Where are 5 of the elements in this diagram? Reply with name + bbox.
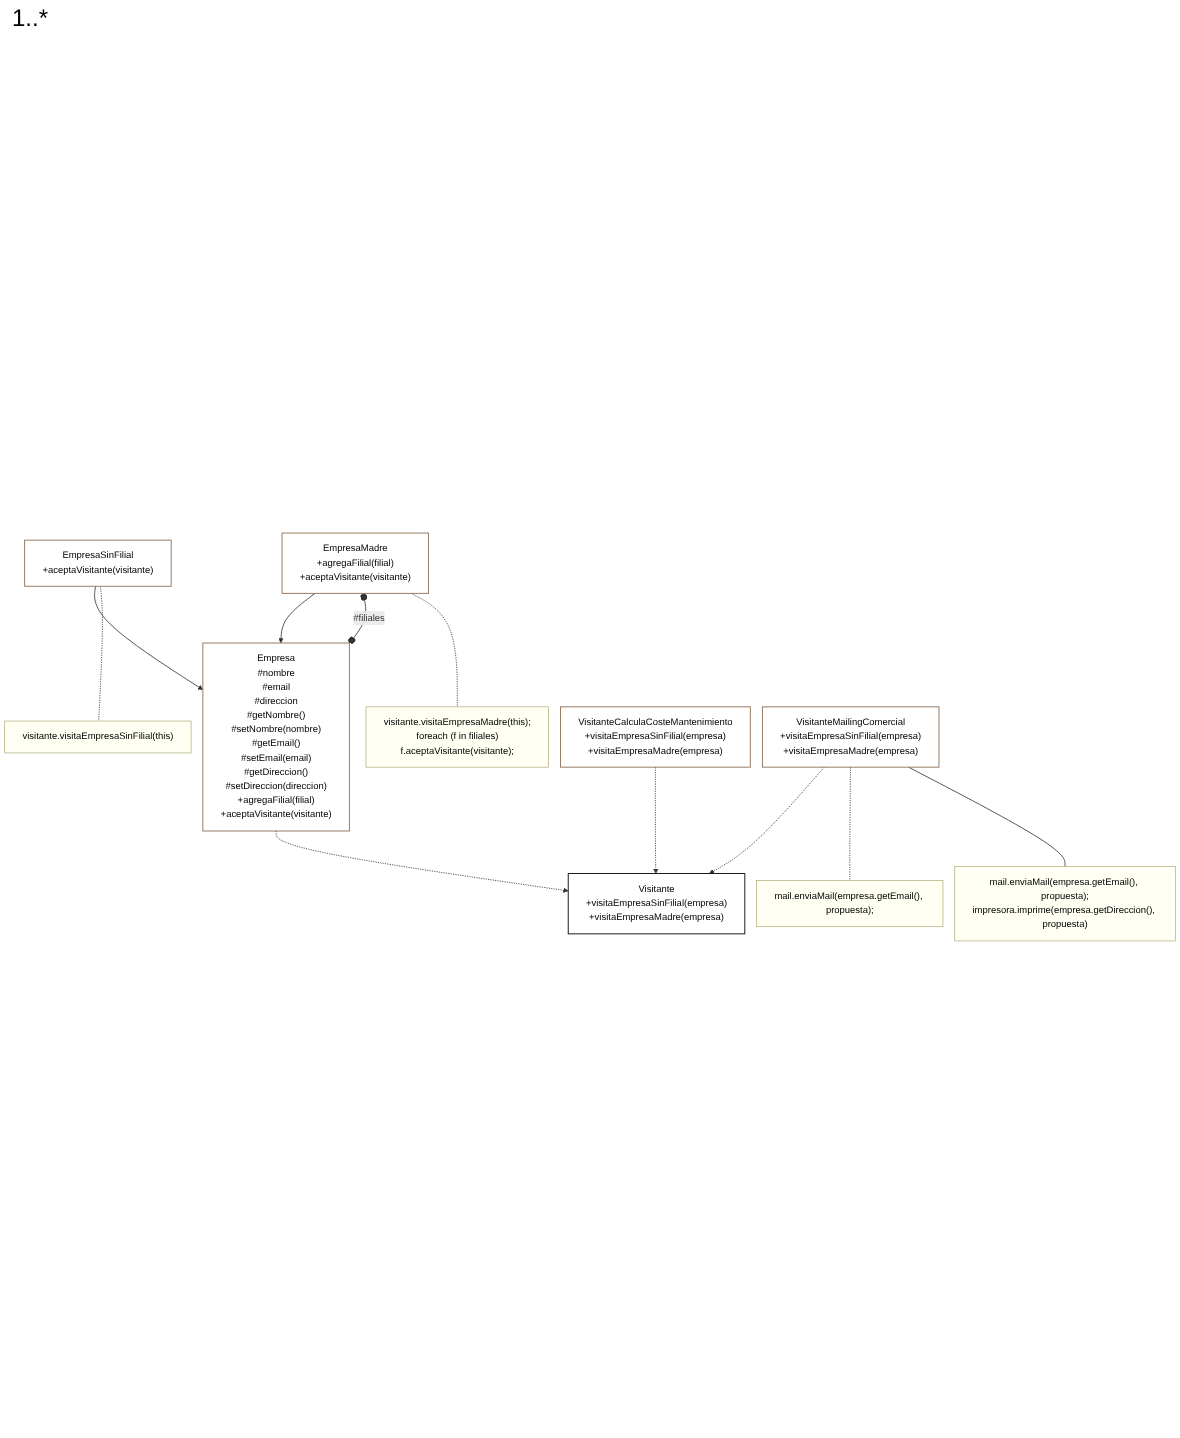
connector xyxy=(98,585,103,722)
connector xyxy=(410,592,458,708)
connector xyxy=(908,766,1066,867)
connector xyxy=(849,766,851,882)
multiplicity-label: 1..* xyxy=(12,4,49,32)
